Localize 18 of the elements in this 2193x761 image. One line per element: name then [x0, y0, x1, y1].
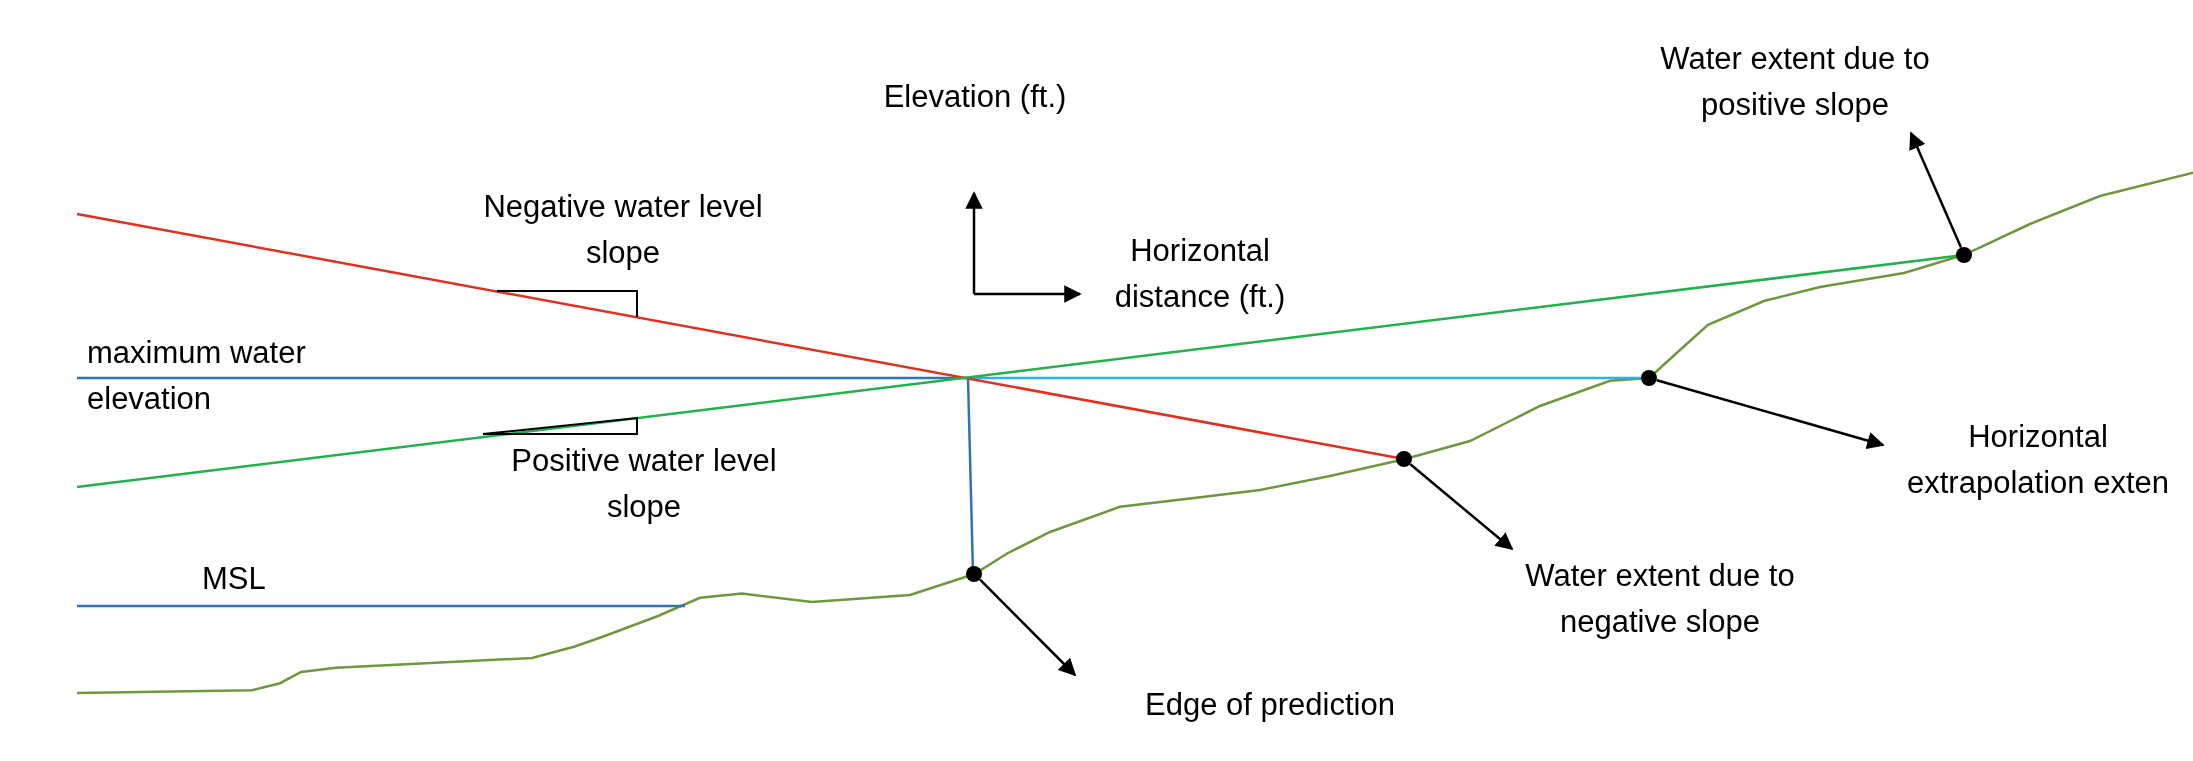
leader-arrow	[1656, 379, 1885, 450]
leader-arrow	[1409, 463, 1514, 551]
point-marker	[1956, 246, 1973, 263]
annotation-label: Positive water level slope	[510, 442, 778, 526]
annotation-label: Horizontal distance (ft.)	[1113, 232, 1287, 316]
point-marker	[1641, 370, 1658, 386]
callout-text: Water extent due to negative slope	[1524, 557, 1796, 641]
annotation-label: maximum water elevation	[87, 334, 307, 418]
callout-text: Horizontal extrapolation exten	[1906, 418, 2170, 502]
annotation-label: Elevation (ft.)	[882, 78, 1068, 116]
point-marker	[966, 566, 983, 582]
leader-arrow	[979, 578, 1077, 677]
point-marker	[1396, 451, 1413, 468]
callout-text: Edge of prediction	[1144, 686, 1396, 724]
callout-text: Water extent due to positive slope	[1659, 39, 1931, 124]
leader-arrow	[1909, 131, 1963, 248]
annotation-label: MSL	[202, 560, 267, 598]
annotation-label: Negative water level slope	[482, 188, 764, 272]
